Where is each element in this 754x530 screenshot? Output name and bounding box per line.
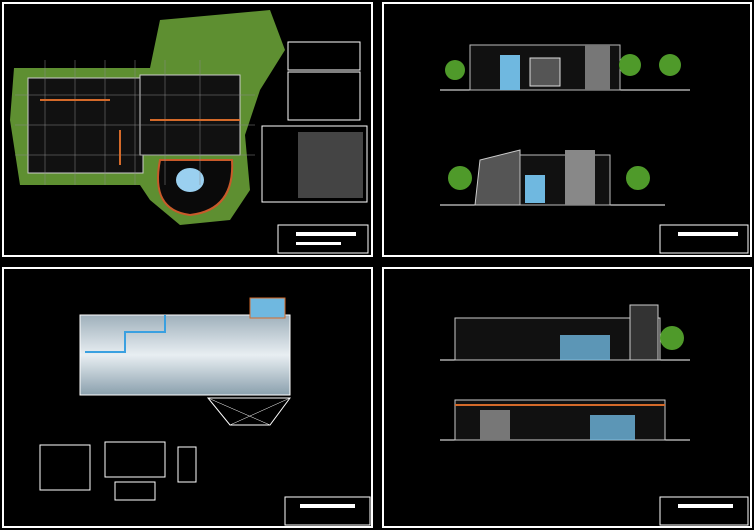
title-block <box>284 496 371 526</box>
sheet-elevations-2[interactable] <box>382 267 752 528</box>
detail-4 <box>177 446 197 483</box>
grid-lines <box>15 60 255 185</box>
building-footprint-left <box>27 77 144 174</box>
glazing <box>590 415 635 440</box>
title-block <box>659 496 749 526</box>
title-block-text <box>300 504 355 508</box>
section-upper <box>454 317 661 361</box>
schedule-table-2 <box>287 71 361 121</box>
tree-icon <box>619 54 641 76</box>
detail-1 <box>39 444 91 491</box>
roof-diagonal <box>207 397 271 426</box>
skylight <box>249 297 286 319</box>
water-feature <box>176 168 204 192</box>
sheet-frame <box>382 267 752 528</box>
sheet-floor-plan[interactable] <box>2 2 373 257</box>
stone-wall <box>585 45 610 90</box>
wall-lines <box>40 99 240 165</box>
tree-icon <box>626 166 650 190</box>
glazing <box>560 335 610 360</box>
schedule-table-1 <box>287 41 361 71</box>
glazing <box>525 175 545 203</box>
roof-drain-line <box>85 315 166 353</box>
tree-icon <box>659 54 681 76</box>
elevation-side-wing <box>474 149 521 206</box>
title-block-text <box>296 232 356 236</box>
sheet-frame <box>2 267 373 528</box>
title-block <box>659 224 749 254</box>
detail-2 <box>104 441 166 478</box>
tree-icon <box>660 326 684 350</box>
tree-icon <box>448 166 472 190</box>
stone-wall <box>565 150 595 205</box>
legend-hatch <box>298 132 363 198</box>
entrance <box>529 57 561 87</box>
glazing <box>500 55 520 90</box>
building-footprint-right <box>139 74 241 156</box>
title-block-text <box>296 242 341 245</box>
title-block <box>277 224 369 254</box>
sheet-elevations-1[interactable] <box>382 2 752 257</box>
stone-wall <box>480 410 510 440</box>
title-block-text <box>678 232 738 236</box>
tree-icon <box>445 60 465 80</box>
roof-surface <box>79 314 291 396</box>
sheet-frame <box>382 2 752 257</box>
sheet-roof-plan[interactable] <box>2 267 373 528</box>
roof-diagonal <box>229 397 291 426</box>
tower <box>629 304 659 361</box>
detail-3 <box>114 481 156 501</box>
title-block-text <box>678 504 733 508</box>
